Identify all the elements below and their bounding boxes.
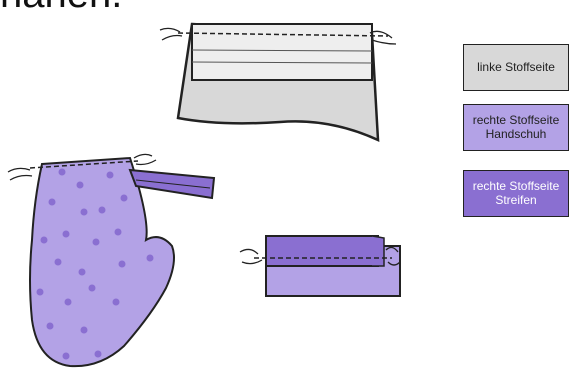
folded-strip-bottom (265, 235, 379, 267)
fabric-panel-top (159, 22, 397, 143)
loop-fold-line (135, 179, 211, 189)
legend-right-side-glove: rechte Stoffseite Handschuh (463, 104, 569, 151)
legend-label-right-side-strip: rechte Stoffseite Streifen (472, 178, 560, 207)
thread-left-bottom (239, 248, 263, 265)
caption-fragment: nähen. (0, 0, 122, 14)
thread-left-mitt (7, 167, 33, 181)
thread-right-bottom (385, 246, 401, 266)
fabric-panel-bottom (239, 235, 401, 297)
legend-label-wrong-side: linke Stoffseite (477, 59, 555, 74)
mitt-body (29, 156, 175, 368)
thread-right-top (369, 30, 397, 45)
stitch-line-top (177, 32, 389, 37)
folded-strip-top (191, 23, 373, 81)
legend-right-side-strip: rechte Stoffseite Streifen (463, 170, 569, 217)
fold-line-1 (191, 49, 373, 52)
mitt-stitch-line (29, 160, 139, 169)
legend-wrong-side: linke Stoffseite (463, 44, 569, 91)
mitt-dots (36, 168, 154, 360)
strip-fold-end (371, 235, 385, 267)
fold-line-2 (191, 61, 373, 64)
oven-mitt (7, 153, 216, 368)
thread-left-top (159, 27, 183, 41)
legend-label-right-side-glove: rechte Stoffseite Handschuh (472, 112, 560, 141)
thread-right-mitt (133, 153, 157, 166)
